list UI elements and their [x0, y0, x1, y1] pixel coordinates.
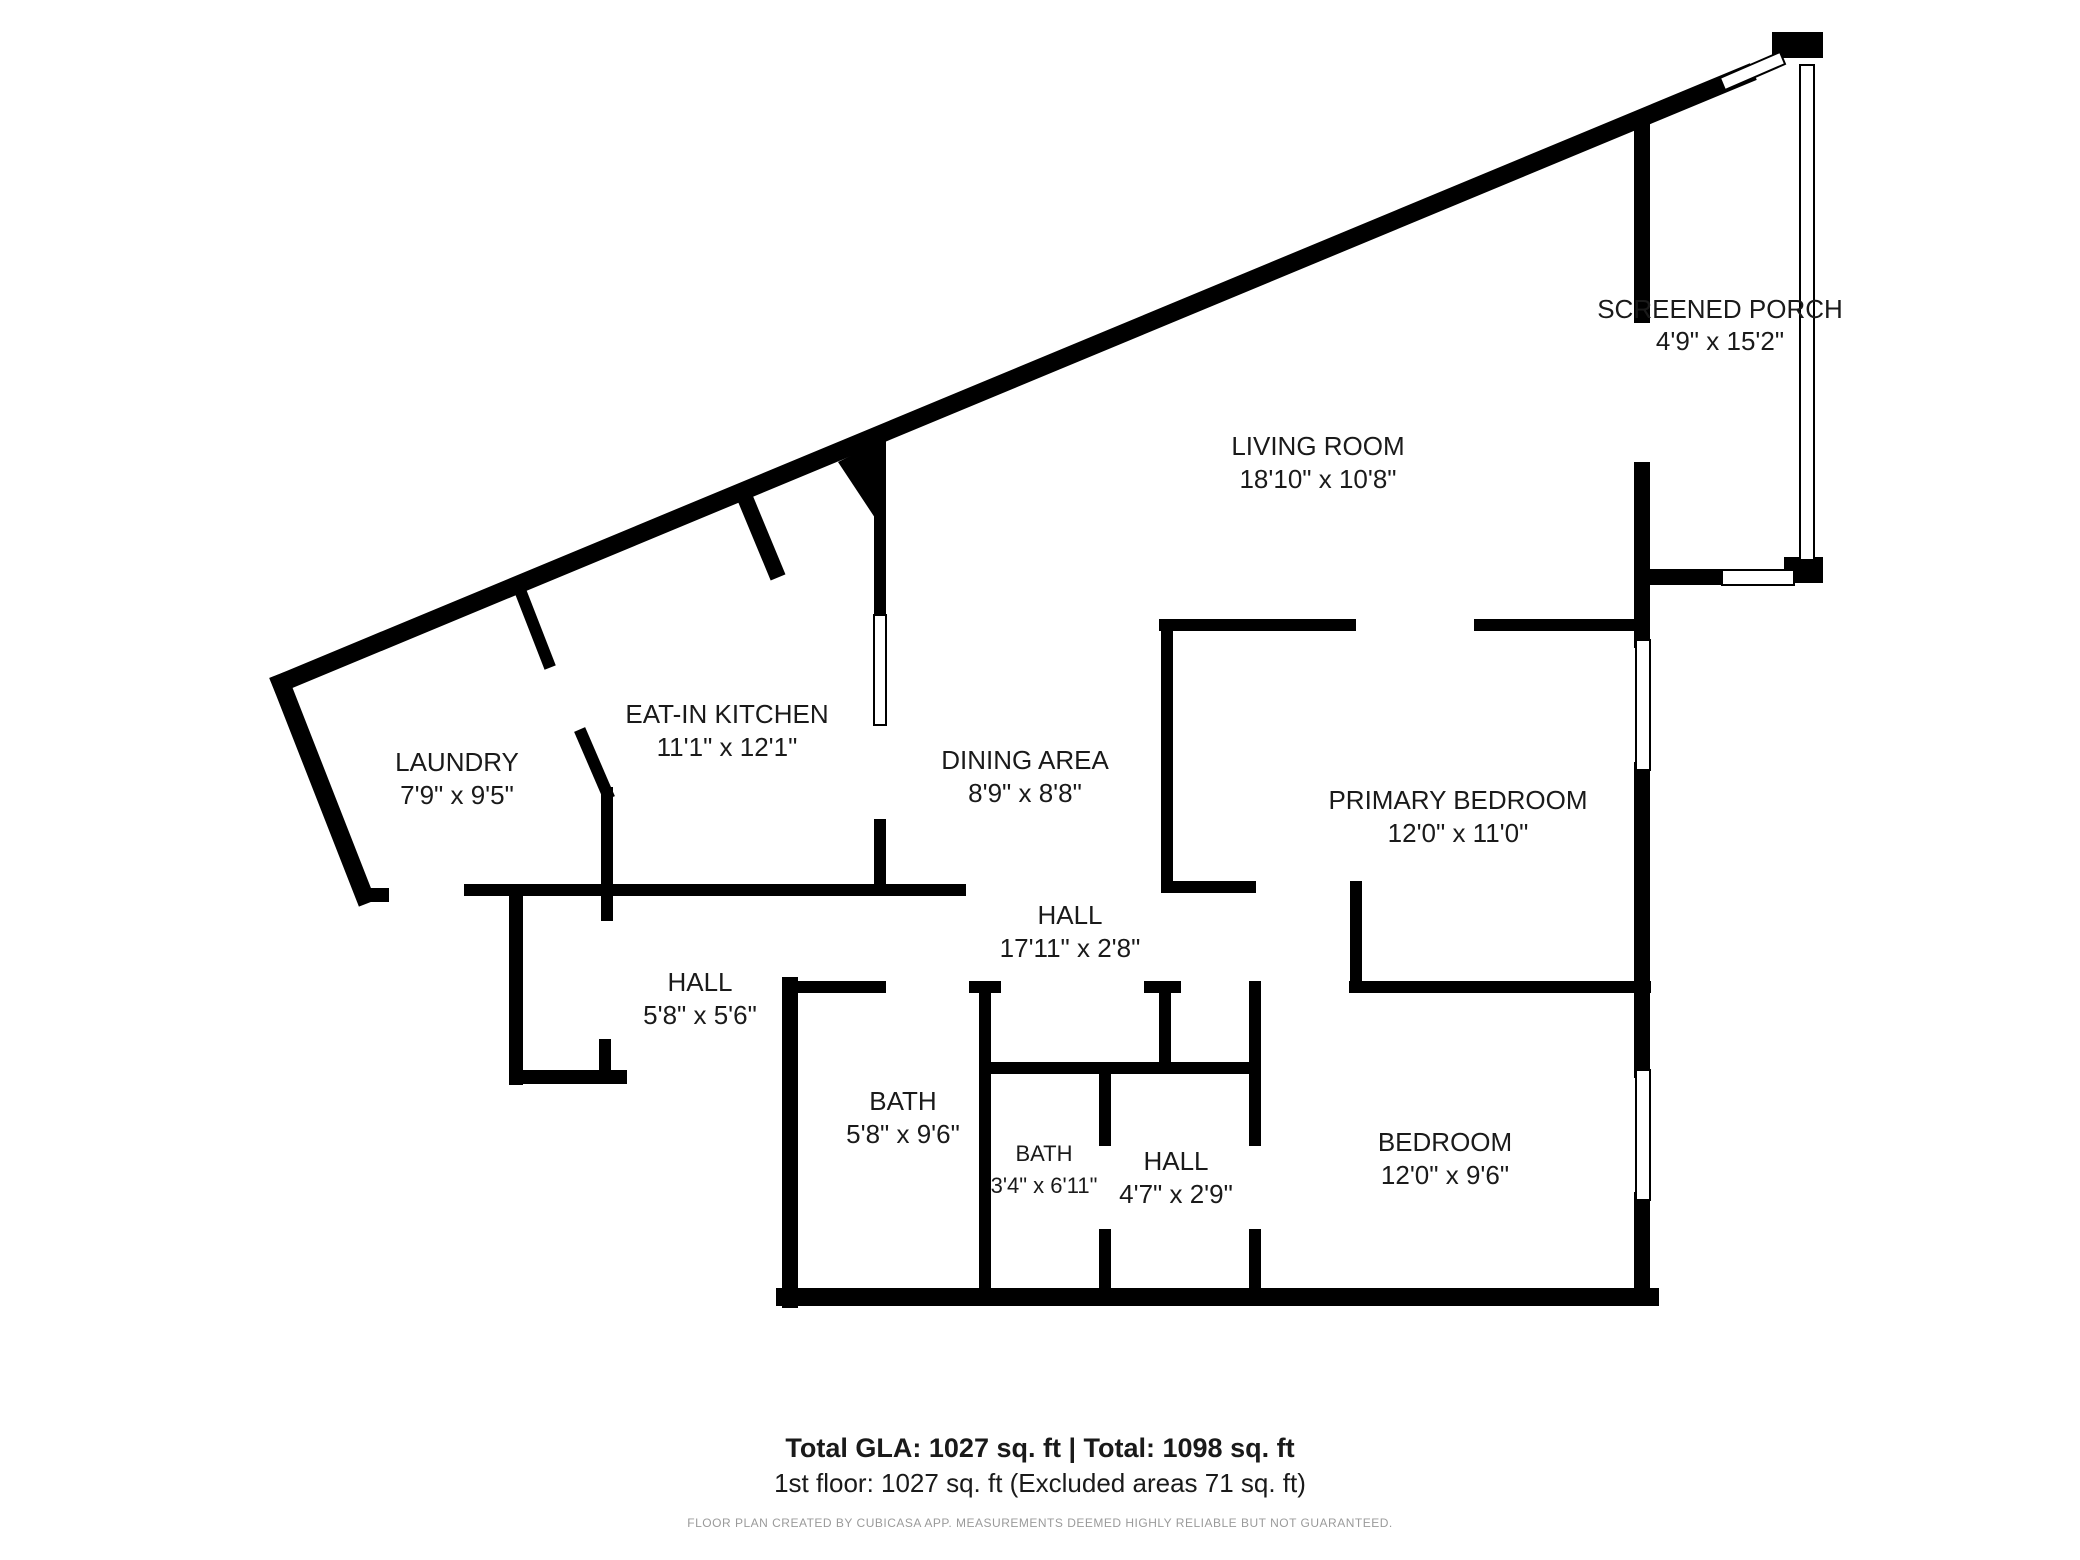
dims-dining-area: 8'9" x 8'8": [968, 778, 1082, 808]
wall-laundry-west: [269, 671, 376, 907]
dims-hall-small: 4'7" x 2'9": [1119, 1179, 1233, 1209]
window-porch-south: [1721, 569, 1795, 586]
label-eat-in-kitchen: EAT-IN KITCHEN: [625, 699, 828, 729]
dims-laundry: 7'9" x 9'5": [400, 780, 514, 810]
label-hall-small: HALL: [1143, 1146, 1208, 1176]
walls: [269, 32, 1823, 1308]
wall-kitchen-nook: [737, 494, 786, 581]
room-labels: SCREENED PORCH 4'9" x 15'2" LIVING ROOM …: [395, 294, 1843, 1209]
label-hall-main: HALL: [1037, 900, 1102, 930]
label-bath-small: BATH: [1015, 1141, 1072, 1166]
dims-living-room: 18'10" x 10'8": [1239, 464, 1396, 494]
wall-laundry-kitchen-b: [574, 727, 615, 801]
wall-diagonal: [269, 63, 1757, 695]
dims-bath-large: 5'8" x 9'6": [846, 1119, 960, 1149]
window-porch-top: [1718, 50, 1787, 92]
floor-area: 1st floor: 1027 sq. ft (Excluded areas 7…: [774, 1468, 1306, 1498]
windows: [873, 50, 1815, 1201]
window-porch-east: [1799, 64, 1815, 561]
label-hall-west: HALL: [667, 967, 732, 997]
window-east-primary: [1635, 639, 1651, 771]
wall-laundry-kitchen-a: [512, 582, 556, 670]
dims-primary-bedroom: 12'0" x 11'0": [1388, 818, 1529, 848]
dims-bedroom: 12'0" x 9'6": [1381, 1160, 1509, 1190]
dims-hall-main: 17'11" x 2'8": [1000, 933, 1141, 963]
dims-screened-porch: 4'9" x 15'2": [1656, 326, 1784, 356]
label-screened-porch: SCREENED PORCH: [1597, 294, 1843, 324]
label-primary-bedroom: PRIMARY BEDROOM: [1328, 785, 1587, 815]
dims-hall-west: 5'8" x 5'6": [643, 1000, 757, 1030]
dims-eat-in-kitchen: 11'1" x 12'1": [657, 732, 798, 762]
label-laundry: LAUNDRY: [395, 747, 519, 777]
label-bath-large: BATH: [869, 1086, 936, 1116]
label-dining-area: DINING AREA: [941, 745, 1109, 775]
label-living-room: LIVING ROOM: [1231, 431, 1404, 461]
label-bedroom: BEDROOM: [1378, 1127, 1512, 1157]
dims-bath-small: 3'4" x 6'11": [991, 1173, 1098, 1198]
disclaimer: FLOOR PLAN CREATED BY CUBICASA APP. MEAS…: [687, 1516, 1393, 1530]
wall-kitchen-pillar: [838, 440, 883, 530]
window-east-bedroom: [1635, 1069, 1651, 1201]
window-kitchen-east: [873, 614, 887, 726]
total-area: Total GLA: 1027 sq. ft | Total: 1098 sq.…: [785, 1433, 1295, 1463]
